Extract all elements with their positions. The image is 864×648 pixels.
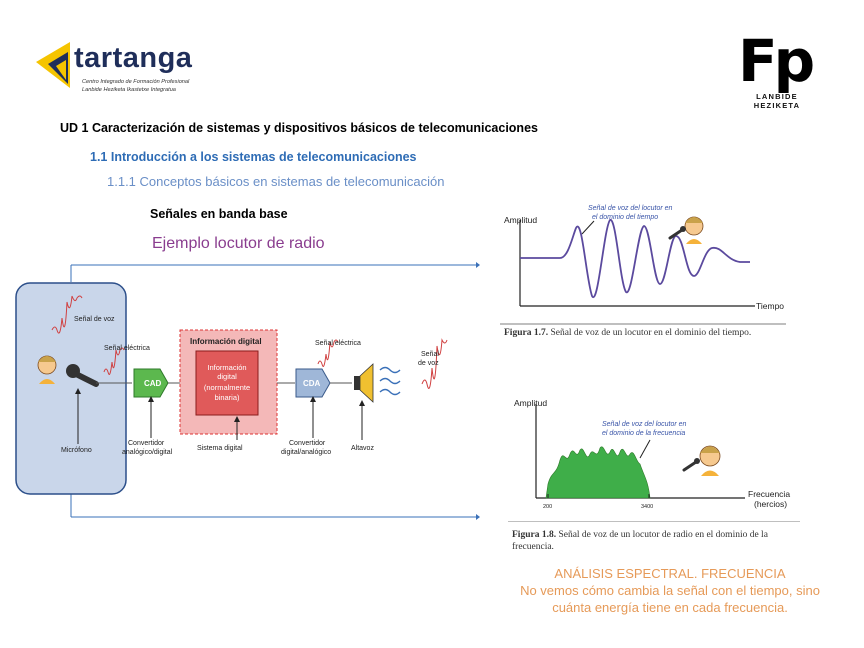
cda-label: CDA bbox=[303, 379, 321, 388]
person-with-mic-icon-2 bbox=[682, 445, 721, 476]
analysis-line2: cuánta energía tiene en cada frecuencia. bbox=[552, 600, 788, 615]
frequency-ylabel: Amplitud bbox=[514, 398, 547, 408]
svg-text:Sistema digital: Sistema digital bbox=[197, 445, 243, 452]
svg-text:Señal de voz: Señal de voz bbox=[74, 316, 115, 323]
radio-speaker-diagram: CAD Información digital Información digi… bbox=[15, 262, 480, 520]
fp-logo-letters: Fp bbox=[738, 27, 815, 95]
cad-block bbox=[133, 368, 169, 398]
tartanga-logo-name: tartanga bbox=[74, 42, 193, 74]
digital-info-title: Información digital bbox=[190, 337, 262, 346]
svg-text:analógico/digital: analógico/digital bbox=[122, 449, 173, 456]
svg-text:Señal eléctrica: Señal eléctrica bbox=[104, 345, 150, 352]
svg-text:binaria): binaria) bbox=[214, 393, 240, 402]
person-with-mic-icon bbox=[668, 216, 704, 244]
time-caption: Figura 1.7. Señal de voz de un locutor e… bbox=[504, 328, 752, 338]
loudspeaker-icon bbox=[354, 363, 374, 403]
section-title: 1.1 Introducción a los sistemas de telec… bbox=[90, 150, 417, 164]
svg-text:Información: Información bbox=[207, 363, 246, 372]
svg-text:digital/analógico: digital/analógico bbox=[281, 449, 331, 456]
microphone-icon bbox=[66, 364, 99, 387]
frequency-spectrum-area bbox=[545, 446, 651, 499]
svg-text:Señal: Señal bbox=[421, 351, 439, 358]
fp-logo-line2: HEZIKETA bbox=[753, 101, 801, 110]
unit-title: UD 1 Caracterización de sistemas y dispo… bbox=[60, 121, 538, 135]
cad-label: CAD bbox=[144, 379, 162, 388]
fp-logo-line1: LANBIDE bbox=[756, 92, 798, 101]
analysis-title: ANÁLISIS ESPECTRAL. FRECUENCIA bbox=[554, 566, 786, 581]
frequency-caption: Figura 1.8. Señal de voz de un locutor d… bbox=[512, 530, 768, 552]
svg-text:el dominio de la frecuencia: el dominio de la frecuencia bbox=[602, 430, 685, 437]
time-domain-figure: Amplitud Tiempo Señal de voz del locutor… bbox=[500, 205, 786, 325]
time-wave-line bbox=[520, 219, 750, 299]
time-xlabel: Tiempo bbox=[756, 301, 784, 311]
speaker-highlight-box bbox=[15, 282, 127, 495]
analysis-line1: No vemos cómo cambia la señal con el tie… bbox=[520, 583, 820, 598]
subsection-title: 1.1.1 Conceptos básicos en sistemas de t… bbox=[107, 174, 445, 189]
svg-text:Señal de voz del locutor en: Señal de voz del locutor en bbox=[588, 205, 673, 212]
svg-text:Convertidor: Convertidor bbox=[128, 440, 165, 447]
topic-title: Señales en banda base bbox=[150, 207, 288, 221]
voice-wave-icon bbox=[51, 295, 83, 334]
frequency-xlabel-1: Frecuencia bbox=[748, 489, 790, 499]
svg-text:Micrófono: Micrófono bbox=[61, 447, 92, 454]
svg-text:Convertidor: Convertidor bbox=[289, 440, 326, 447]
spectral-analysis-note: ANÁLISIS ESPECTRAL. FRECUENCIA No vemos … bbox=[500, 565, 840, 616]
tartanga-logo-subtitle-1: Centro Integrado de Formación Profesiona… bbox=[82, 79, 190, 85]
time-ylabel: Amplitud bbox=[504, 215, 537, 225]
tartanga-logo-icon bbox=[36, 42, 70, 88]
svg-text:Señal de voz del locutor en: Señal de voz del locutor en bbox=[602, 421, 687, 428]
cda-block bbox=[295, 368, 331, 398]
svg-text:el dominio del tiempo: el dominio del tiempo bbox=[592, 214, 658, 221]
frequency-xlabel-2: (hercios) bbox=[754, 499, 787, 509]
example-title: Ejemplo locutor de radio bbox=[152, 235, 325, 252]
svg-text:de voz: de voz bbox=[418, 360, 439, 367]
svg-text:200: 200 bbox=[543, 504, 552, 510]
svg-text:3400: 3400 bbox=[641, 504, 653, 510]
svg-text:Señal eléctrica: Señal eléctrica bbox=[315, 340, 361, 347]
tartanga-logo-subtitle-2: Lanbide Heziketa Ikastetxe Integratua bbox=[82, 87, 176, 93]
svg-text:digital: digital bbox=[217, 372, 237, 381]
svg-text:(normalmente: (normalmente bbox=[204, 383, 250, 392]
frequency-domain-figure: 200 3400 Amplitud Frecuencia (hercios) S… bbox=[508, 398, 800, 522]
svg-text:Altavoz: Altavoz bbox=[351, 445, 374, 452]
